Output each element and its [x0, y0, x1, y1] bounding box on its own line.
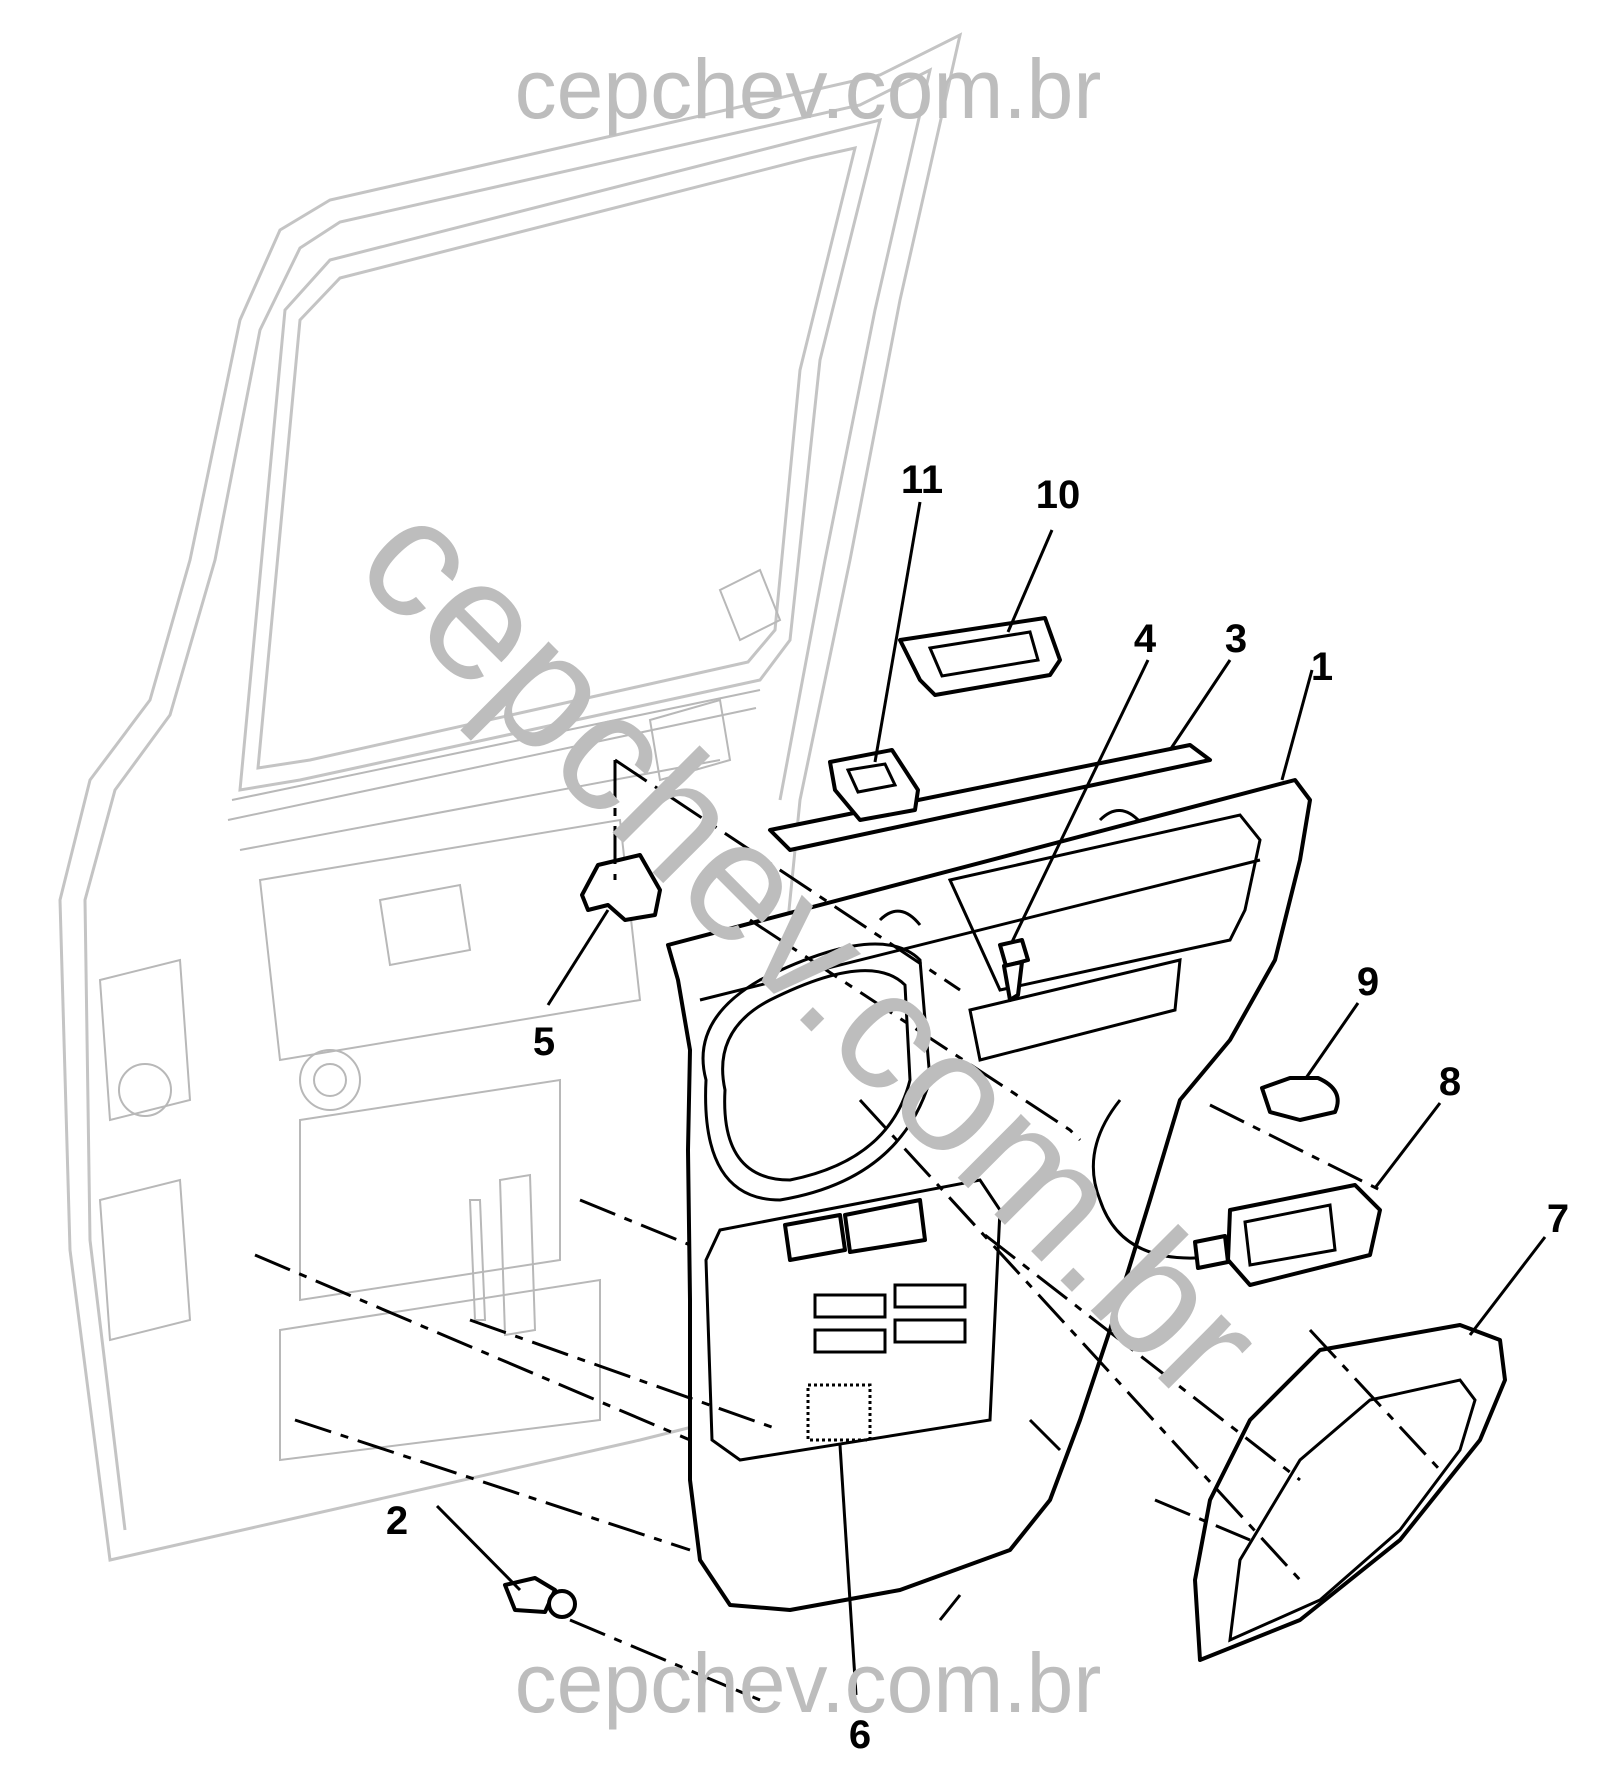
leader-lines [435, 501, 1547, 1696]
door-trim-panel [666, 778, 1312, 1621]
callout-2: 2 [386, 1499, 408, 1543]
callout-10: 10 [1036, 473, 1081, 517]
watermark-top: cepchev.com.br [515, 42, 1102, 136]
callout-4: 4 [1134, 617, 1157, 661]
armrest-bezel [1193, 1323, 1507, 1662]
callout-labels: 1 2 3 4 5 6 7 8 9 10 11 [386, 458, 1569, 1757]
upper-molding [768, 743, 1212, 852]
callout-9: 9 [1357, 960, 1379, 1004]
assembly-lines [254, 758, 1442, 1702]
watermark-bottom: cepchev.com.br [515, 1636, 1102, 1730]
callout-6: 6 [849, 1713, 871, 1757]
window-switch [828, 748, 920, 822]
callout-8: 8 [1439, 1060, 1461, 1104]
callout-7: 7 [1547, 1197, 1569, 1241]
callout-1: 1 [1311, 645, 1333, 689]
handle-cup [898, 616, 1062, 697]
courtesy-lamp [1091, 1099, 1382, 1287]
callout-3: 3 [1225, 617, 1247, 661]
retainer-clip [580, 853, 662, 922]
callout-5: 5 [533, 1020, 555, 1064]
screw [998, 938, 1030, 1002]
callout-11: 11 [901, 458, 943, 502]
bulb [1260, 1076, 1340, 1122]
